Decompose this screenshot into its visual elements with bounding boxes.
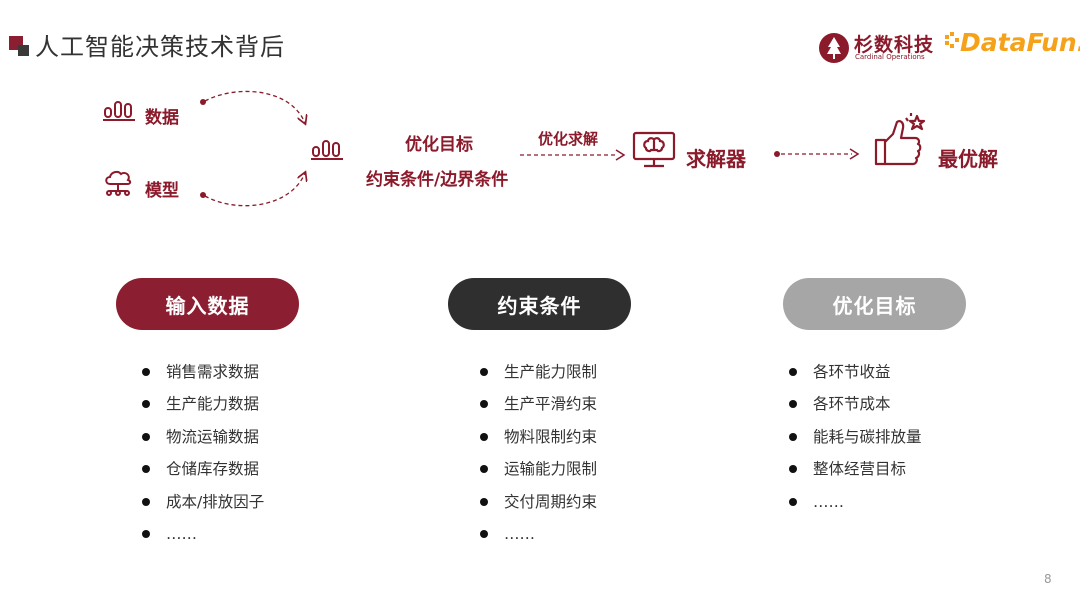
flow-arrow-label: 优化求解	[538, 130, 599, 148]
thumbs-up-star-icon	[874, 113, 926, 166]
list-item: ……	[789, 486, 922, 518]
flow-result-label: 最优解	[938, 147, 998, 171]
constraints-list: 生产能力限制 生产平滑约束 物料限制约束 运输能力限制 交付周期约束 ……	[480, 356, 597, 550]
title-square-icon	[9, 36, 29, 56]
flow-objective-label: 优化目标	[405, 135, 473, 155]
datafun-logo-text: DataFun.	[960, 28, 1080, 57]
list-item: 物料限制约束	[480, 421, 597, 453]
bullet-icon	[789, 400, 797, 409]
bullet-icon	[142, 465, 150, 474]
list-item: 生产能力数据	[142, 388, 264, 420]
flow-solver-label: 求解器	[686, 147, 746, 171]
bullet-icon	[142, 432, 150, 441]
objectives-list: 各环节收益 各环节成本 能耗与碳排放量 整体经营目标 ……	[789, 356, 922, 518]
bar-chart-icon	[311, 140, 343, 160]
list-item: 各环节收益	[789, 356, 922, 388]
arrow-to-solver	[520, 149, 626, 161]
bullet-icon	[142, 368, 150, 376]
flow-model-label: 模型	[145, 181, 179, 201]
cardinal-logo-text: 杉数科技	[854, 34, 935, 56]
bar-chart-icon	[103, 101, 135, 121]
bullet-icon	[142, 400, 150, 409]
list-item: 运输能力限制	[480, 453, 597, 485]
bullet-icon	[480, 400, 488, 409]
bullet-icon	[480, 465, 488, 474]
list-item: 能耗与碳排放量	[789, 421, 922, 453]
bullet-icon	[789, 465, 797, 474]
bullet-icon	[142, 497, 150, 506]
monitor-brain-icon	[632, 131, 676, 168]
list-item: 仓储库存数据	[142, 453, 264, 485]
list-item: 销售需求数据	[142, 356, 264, 388]
list-item: ……	[480, 518, 597, 550]
objectives-pill: 优化目标	[783, 278, 966, 330]
flow-data-label: 数据	[145, 108, 179, 128]
list-item: 成本/排放因子	[142, 486, 264, 518]
bullet-icon	[789, 432, 797, 441]
list-item: 物流运输数据	[142, 421, 264, 453]
bullet-icon	[480, 368, 488, 376]
list-item: ……	[142, 518, 264, 550]
bullet-icon	[789, 497, 797, 506]
flow-constraints-label: 约束条件/边界条件	[366, 170, 509, 190]
arrow-to-result	[774, 148, 860, 160]
bullet-icon	[789, 368, 797, 376]
constraints-pill: 约束条件	[448, 278, 631, 330]
list-item: 各环节成本	[789, 388, 922, 420]
list-item: 整体经营目标	[789, 453, 922, 485]
input-data-pill: 输入数据	[116, 278, 299, 330]
bullet-icon	[480, 529, 488, 538]
datafun-logo-icon	[945, 32, 959, 48]
list-item: 交付周期约束	[480, 486, 597, 518]
cardinal-logo-subtext: Cardinal Operations	[855, 53, 925, 61]
input-data-list: 销售需求数据 生产能力数据 物流运输数据 仓储库存数据 成本/排放因子 ……	[142, 356, 264, 550]
datafun-logo: DataFun.	[945, 28, 1080, 57]
bullet-icon	[142, 529, 150, 538]
cardinal-logo: 杉数科技 Cardinal Operations	[818, 30, 938, 66]
page-title: 人工智能决策技术背后	[35, 33, 285, 61]
cloud-network-icon	[105, 170, 132, 196]
flow-connectors	[200, 90, 315, 207]
list-item: 生产平滑约束	[480, 388, 597, 420]
bullet-icon	[480, 497, 488, 506]
page-number: 8	[1044, 572, 1052, 586]
cardinal-logo-icon	[819, 33, 849, 63]
list-item: 生产能力限制	[480, 356, 597, 388]
bullet-icon	[480, 432, 488, 441]
